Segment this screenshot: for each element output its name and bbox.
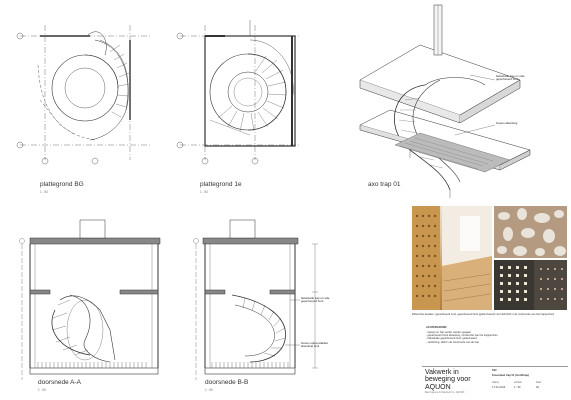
plan-bg-title: plattegrond BG	[40, 181, 84, 188]
drawing-title: Kouvedeel trap 01 (hoofdtrap)	[492, 374, 529, 377]
reference-photo-perforated-panel	[494, 206, 567, 258]
section-a-scale: 1 : 50	[38, 388, 46, 392]
field-label-date: datum	[492, 381, 500, 384]
plan-1e-scale: 1 : 50	[200, 190, 208, 194]
note-item: - geperforeerd hout afwerking, construct…	[426, 334, 498, 338]
field-value-date: 17-01-2014	[492, 386, 506, 389]
titleblock-footer: Bas Koppers Architectuur bv - AQUON	[425, 392, 465, 394]
axo-annotation-balustrade: balustrade trap en vide geperforeerd hou…	[496, 74, 525, 82]
axo-annotation-finish: houten afwerking	[496, 121, 518, 125]
annotation-line: houten afwerking	[496, 121, 518, 125]
annotation-line: geperforeerd hout	[301, 299, 324, 304]
field-value-scale: 1 : 50	[514, 386, 521, 389]
reference-photo-lit-panel	[494, 260, 567, 310]
annotation-line: balustrade trap en vide	[496, 74, 525, 78]
brand-line: AQUON	[425, 383, 451, 391]
plan-bg-scale: 1 : 50	[40, 190, 48, 194]
project-code: SIO	[492, 369, 497, 372]
brand-text: Vakwerk in beweging voor AQUON	[425, 369, 471, 391]
note-item: - verlichting: LED in de constructie van…	[426, 340, 480, 344]
annotation-line: balustrade trap en vide	[301, 296, 330, 300]
section-a-title: doorsnede A-A	[38, 379, 82, 386]
brand-line: beweging voor	[425, 376, 471, 384]
note-item: - trappen in hier verder worden gegaan	[426, 331, 471, 334]
annotation-line: houten oploopvlakken	[301, 341, 329, 345]
notes-list: - trappen in hier verder worden gegaan -…	[426, 331, 498, 344]
field-label-scale: schaal	[514, 381, 522, 384]
reference-photo-stair	[412, 206, 492, 310]
axo-title: axo trap 01	[368, 181, 401, 188]
section-b-annotation-treads: houten oploopvlakken afwerking hout	[301, 341, 329, 349]
notes-header: ACHTERGROND	[426, 326, 447, 329]
reference-caption: Referentie beelden: geperforeerd hout, g…	[412, 313, 555, 316]
field-value-sheet: 02	[536, 386, 539, 389]
title-block: Vakwerk in beweging voor AQUON SIO Kouve…	[422, 366, 568, 399]
note-item: - balustrade geperforeerd hout, gelamine…	[426, 337, 477, 341]
section-b-scale: 1 : 50	[205, 388, 213, 392]
plan-1e-title: plattegrond 1e	[200, 181, 242, 188]
section-b-title: doorsnede B-B	[205, 379, 249, 386]
field-label-sheet: blad	[536, 381, 541, 384]
annotation-line: afwerking hout	[301, 344, 320, 349]
section-b-annotation-balustrade: balustrade trap en vide geperforeerd hou…	[301, 296, 330, 304]
annotation-line: geperforeerd hout	[496, 77, 519, 82]
brand-line: Vakwerk in	[425, 369, 459, 376]
